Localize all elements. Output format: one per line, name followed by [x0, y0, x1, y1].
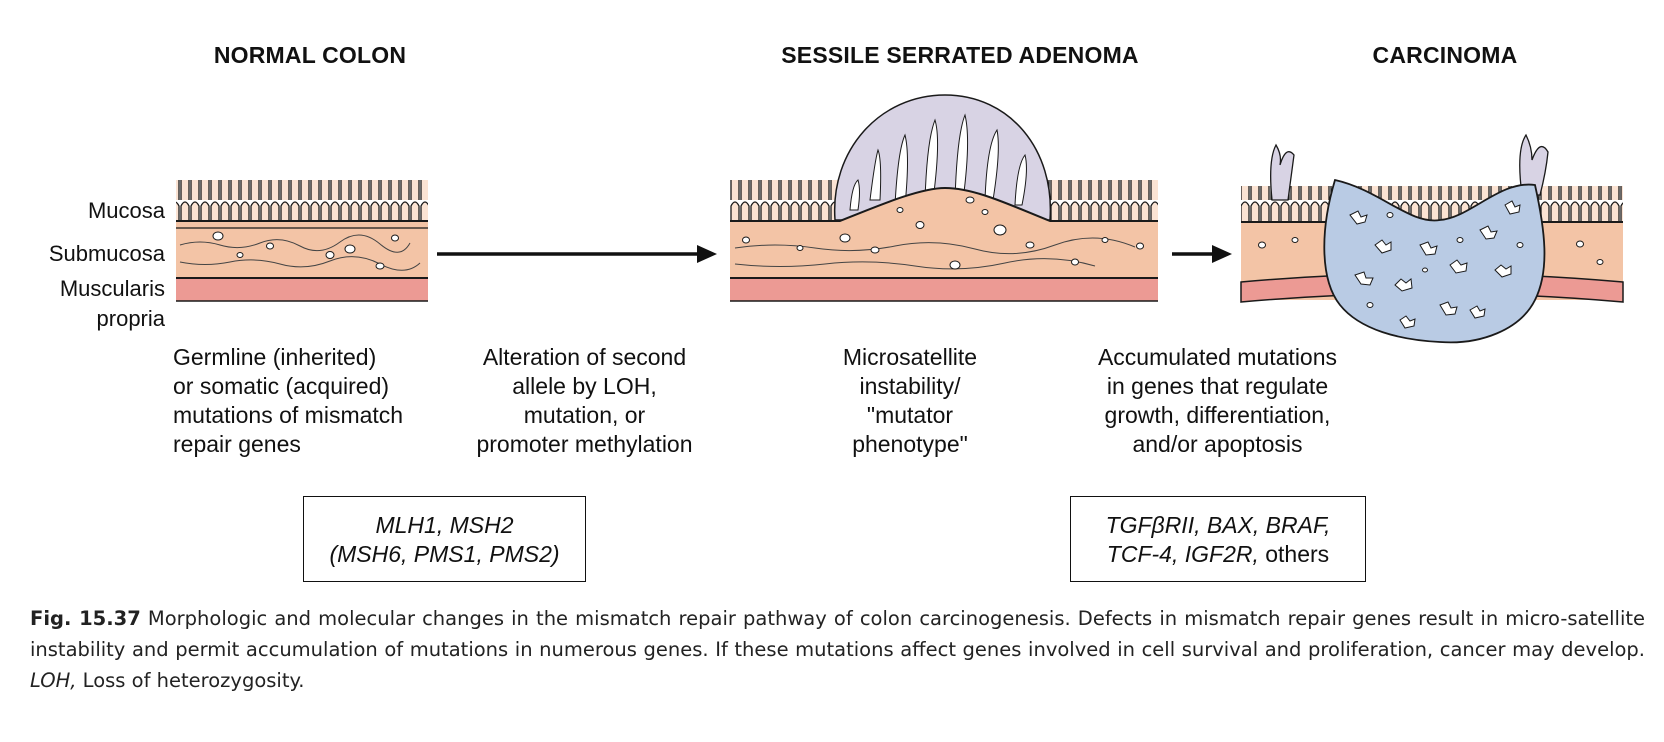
layer-label-propria: propria [96, 306, 165, 331]
figure-caption: Fig. 15.37 Morphologic and molecular cha… [30, 603, 1645, 696]
description-germline-mutations: Germline (inherited) or somatic (acquire… [173, 344, 404, 457]
adenoma-tissue [730, 94, 1158, 302]
stage-title-carcinoma: CARCINOMA [1372, 42, 1518, 68]
gene-box-target-genes: TGFβRII, BAX, BRAF, TCF-4, IGF2R, others [1070, 496, 1366, 582]
normal-colon-tissue [176, 180, 428, 302]
caption-text: Morphologic and molecular changes in the… [30, 607, 1646, 661]
gene-box-mismatch-repair: MLH1, MSH2 (MSH6, PMS1, PMS2) [303, 496, 586, 582]
figure-label: Fig. 15.37 [30, 607, 141, 630]
progression-arrow-1 [437, 245, 717, 263]
stage-title-adenoma: SESSILE SERRATED ADENOMA [781, 42, 1139, 68]
layer-label-mucosa: Mucosa [87, 198, 165, 223]
carcinoma-tissue [1240, 133, 1624, 344]
caption-abbreviation-definition: Loss of heterozygosity. [76, 669, 305, 692]
description-accumulated-mutations: Accumulated mutations in genes that regu… [1097, 344, 1338, 457]
layer-label-muscularis: Muscularis [59, 276, 165, 301]
stage-title-normal-colon: NORMAL COLON [213, 42, 407, 68]
caption-abbreviation: LOH, [30, 669, 77, 692]
layer-label-submucosa: Submucosa [48, 241, 165, 266]
description-second-allele: Alteration of second allele by LOH, muta… [476, 344, 693, 457]
progression-arrow-2 [1172, 245, 1232, 263]
description-microsatellite-instability: Microsatellite instability/ "mutator phe… [842, 344, 978, 457]
